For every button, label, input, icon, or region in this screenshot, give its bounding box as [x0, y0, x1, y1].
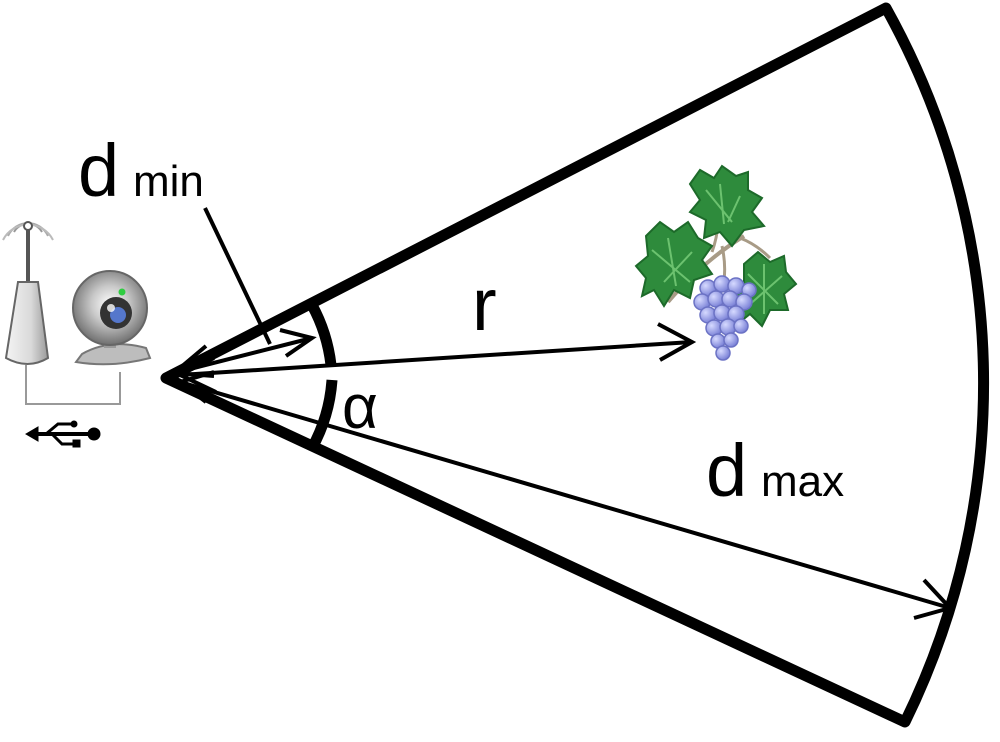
r-arrowhead-end — [657, 322, 697, 362]
webcam-icon — [72, 270, 152, 366]
alpha-label: α — [342, 373, 378, 442]
dmin-arrowhead-end — [279, 328, 317, 358]
dmin-label-sub: min — [133, 157, 204, 206]
dmax-label-base: d — [706, 429, 747, 512]
dmax-arrowhead-start — [175, 370, 215, 404]
usb-icon — [25, 420, 101, 448]
r-arrowhead-start — [175, 356, 217, 394]
angle-arc — [307, 302, 337, 366]
coverage-sector — [160, 2, 990, 728]
angle-arc-lower — [307, 379, 338, 451]
wireless-router-icon — [2, 221, 121, 405]
r-label: r — [472, 263, 497, 346]
dmin-label-base: d — [78, 129, 119, 212]
grape-vine-icon — [634, 164, 798, 361]
dmax-arrowhead-end — [913, 578, 954, 620]
r-arrow — [179, 340, 693, 377]
dmax-arrow — [179, 380, 951, 610]
dmin-leader-line — [203, 207, 272, 345]
dmax-label-sub: max — [761, 457, 844, 506]
